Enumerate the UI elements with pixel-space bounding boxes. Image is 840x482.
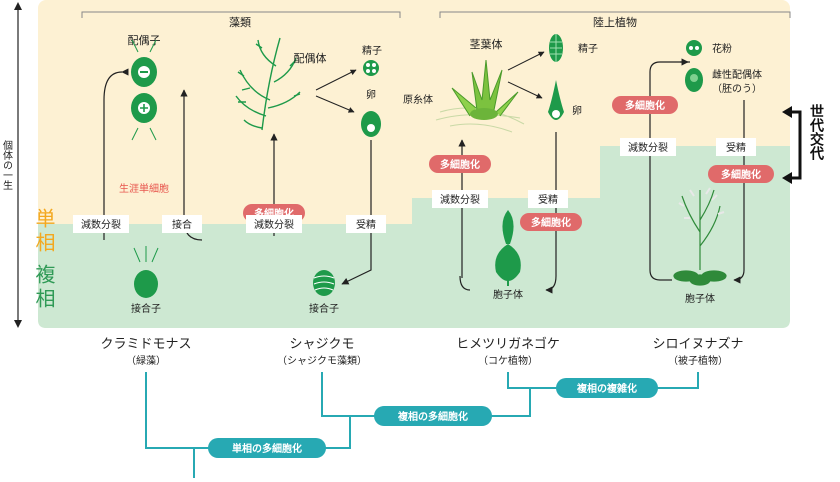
fertilization-label-2: 受精 bbox=[538, 193, 558, 206]
group-algae: 藻類 bbox=[229, 16, 251, 29]
tree-badge-haploid bbox=[208, 438, 326, 458]
tree-badge-complex bbox=[556, 378, 658, 398]
chara-gametophyte-icon bbox=[235, 37, 301, 131]
arabidopsis-plant-icon bbox=[673, 187, 727, 286]
fertilization-label-1: 受精 bbox=[356, 218, 376, 231]
sporophyte-label-2: 胞子体 bbox=[685, 293, 715, 305]
chlamydomonas-cycle: 配偶子 生涯単細胞 減数分裂 接合 接合子 bbox=[73, 34, 203, 315]
moss-sporophyte-icon bbox=[495, 210, 521, 286]
gamete-minus-icon bbox=[131, 39, 157, 87]
unicell-label: 生涯単細胞 bbox=[119, 182, 169, 195]
organism-group-4: （被子植物） bbox=[668, 354, 728, 367]
moss-antheridium-icon bbox=[549, 34, 563, 62]
organism-name-3: ヒメツリガネゴケ bbox=[456, 336, 560, 352]
moss-archegonium-icon bbox=[548, 80, 564, 120]
female-gametophyte-label: 雌性配偶体 bbox=[712, 68, 762, 81]
meiosis-label-1: 減数分裂 bbox=[81, 218, 121, 231]
organism-group-1: （緑藻） bbox=[126, 354, 166, 367]
organism-name-2: シャジクモ bbox=[289, 337, 354, 352]
group-land-plants: 陸上植物 bbox=[593, 15, 637, 29]
tree-badge-diploid bbox=[374, 406, 492, 426]
organism-group-2: （シャジクモ藻類） bbox=[277, 354, 367, 367]
multicell-badge-5: 多細胞化 bbox=[721, 168, 761, 181]
alternation-label: 世代交代 bbox=[808, 103, 825, 161]
tree-label-diploid-complex: 複相の複雑化 bbox=[576, 382, 637, 395]
sperm-label-1: 精子 bbox=[362, 44, 382, 57]
zygote-icon bbox=[133, 246, 159, 298]
zygote-label-1: 接合子 bbox=[131, 302, 161, 315]
antheridium-icon bbox=[363, 60, 379, 76]
moss-cycle: 茎葉体 原糸体 精子 卵 多細胞化 減数分裂 受精 多細胞化 bbox=[403, 34, 598, 301]
leafy-shoot-label: 茎葉体 bbox=[470, 37, 503, 51]
embryo-sac-icon bbox=[685, 68, 703, 92]
meiosis-label-2: 減数分裂 bbox=[254, 218, 294, 231]
diploid-region bbox=[38, 146, 790, 328]
egg-label-2: 卵 bbox=[572, 105, 582, 117]
gametophyte-label-1: 配偶体 bbox=[294, 51, 327, 65]
egg-label-1: 卵 bbox=[366, 89, 376, 101]
conjugation-label: 接合 bbox=[172, 218, 192, 231]
fertilization-label-3: 受精 bbox=[726, 141, 746, 154]
multicell-badge-3: 多細胞化 bbox=[531, 216, 571, 229]
gamete-label: 配偶子 bbox=[128, 34, 161, 47]
embryo-sac-label: （胚のう） bbox=[712, 83, 762, 95]
haploid-label: 単相 bbox=[32, 208, 56, 256]
pollen-label: 花粉 bbox=[712, 42, 732, 55]
alternation-arrow: 世代交代 bbox=[782, 103, 825, 184]
zygote-label-2: 接合子 bbox=[309, 302, 339, 315]
multicell-badge-4: 多細胞化 bbox=[625, 99, 665, 112]
multicell-badge-2: 多細胞化 bbox=[440, 158, 480, 171]
arabidopsis-cycle: 花粉 雌性配偶体 （胚のう） 多細胞化 減数分裂 受精 多細胞化 胞子体 bbox=[612, 40, 774, 305]
meiosis-label-3: 減数分裂 bbox=[440, 193, 480, 206]
tree-label-haploid-multicell: 単相の多細胞化 bbox=[232, 442, 302, 455]
meiosis-label-4: 減数分裂 bbox=[628, 141, 668, 154]
protonema-label: 原糸体 bbox=[403, 94, 433, 106]
pollen-icon bbox=[686, 40, 702, 56]
tree-label-diploid-multicell: 複相の多細胞化 bbox=[397, 410, 468, 423]
sporophyte-label-1: 胞子体 bbox=[493, 289, 523, 301]
life-axis-label: 個体の一生 bbox=[1, 139, 13, 190]
chara-zygote-icon bbox=[313, 270, 335, 296]
sperm-label-2: 精子 bbox=[578, 42, 598, 55]
chara-cycle: 配偶体 精子 卵 多細胞化 減数分裂 受精 接合子 bbox=[235, 37, 386, 315]
diploid-label: 複相 bbox=[32, 264, 56, 312]
oogonium-icon bbox=[361, 111, 381, 137]
organism-name-1: クラミドモナス bbox=[100, 337, 191, 352]
organism-name-4: シロイヌナズナ bbox=[652, 336, 743, 352]
moss-gametophyte-icon bbox=[435, 59, 525, 133]
organism-group-3: （コケ植物） bbox=[478, 354, 538, 367]
gamete-plus-icon bbox=[131, 93, 157, 141]
